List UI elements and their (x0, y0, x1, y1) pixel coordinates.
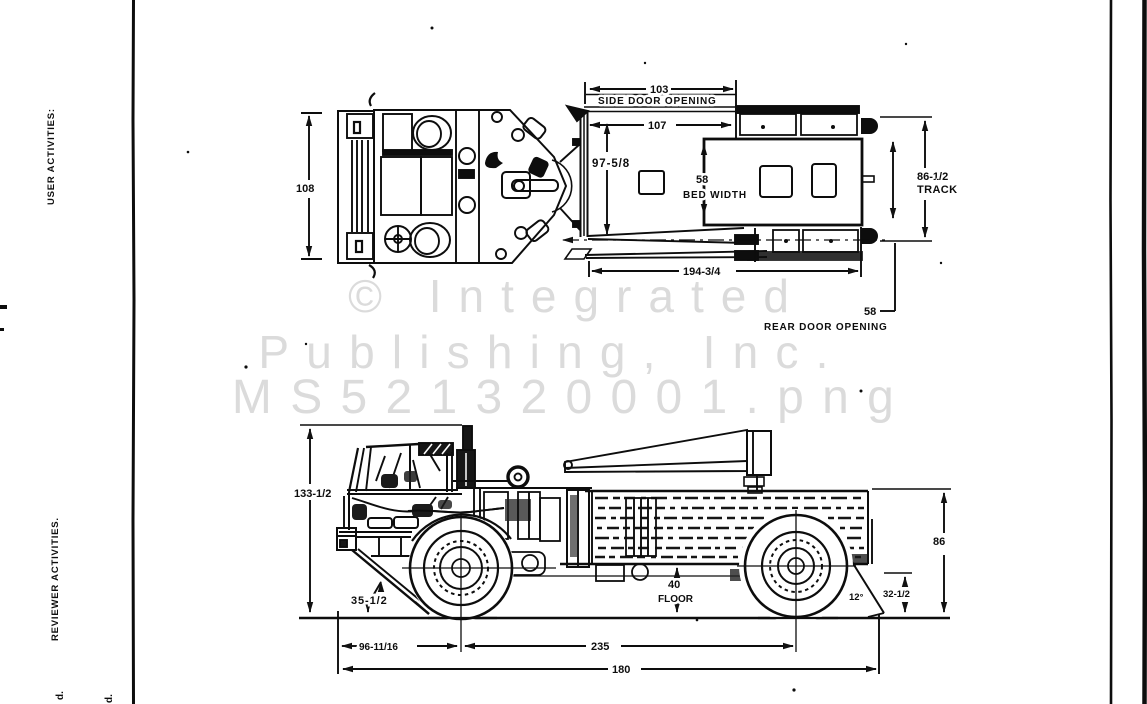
svg-text:58: 58 (696, 174, 708, 186)
svg-text:FLOOR: FLOOR (658, 594, 694, 605)
svg-text:86-1/2: 86-1/2 (917, 171, 948, 183)
svg-text:108: 108 (296, 183, 314, 195)
svg-text:107: 107 (648, 120, 666, 132)
svg-text:180: 180 (612, 664, 630, 676)
svg-text:133-1/2: 133-1/2 (294, 488, 331, 500)
svg-text:40: 40 (668, 579, 680, 591)
svg-text:REVIEWER ACTIVITIES.: REVIEWER ACTIVITIES. (50, 517, 61, 641)
svg-text:© Integrated: © Integrated (348, 270, 806, 322)
svg-text:REAR DOOR OPENING: REAR DOOR OPENING (764, 322, 888, 333)
svg-text:103: 103 (650, 84, 668, 96)
svg-text:USER ACTIVITIES:: USER ACTIVITIES: (46, 108, 57, 205)
svg-text:35-1/2: 35-1/2 (351, 595, 388, 607)
svg-text:97-5/8: 97-5/8 (592, 158, 630, 170)
svg-text:d.: d. (104, 694, 115, 703)
svg-text:86: 86 (933, 536, 945, 548)
svg-text:32-1/2: 32-1/2 (883, 589, 910, 600)
svg-text:d.: d. (55, 691, 66, 700)
svg-text:TRACK: TRACK (917, 184, 958, 196)
svg-text:58: 58 (864, 306, 876, 318)
svg-text:SIDE DOOR OPENING: SIDE DOOR OPENING (598, 96, 717, 107)
svg-text:235: 235 (591, 641, 609, 653)
svg-text:194-3/4: 194-3/4 (683, 266, 721, 278)
svg-text:96-11/16: 96-11/16 (359, 642, 398, 653)
svg-text:BED WIDTH: BED WIDTH (683, 190, 747, 201)
svg-text:12°: 12° (849, 592, 864, 603)
svg-text:Publishing, Inc.: Publishing, Inc. (258, 326, 845, 378)
svg-text:MS521320001.png: MS521320001.png (232, 371, 912, 424)
